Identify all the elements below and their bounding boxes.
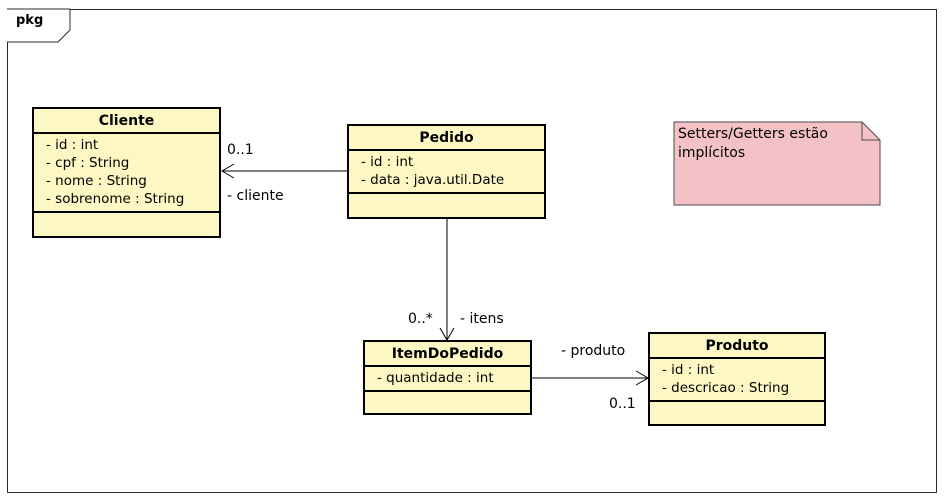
class-produto[interactable]: Produto - id : int - descricao : String <box>648 332 826 426</box>
class-name: Cliente <box>34 109 219 134</box>
operations-compartment <box>34 213 219 221</box>
attributes-compartment: - id : int - descricao : String <box>650 359 824 402</box>
class-cliente[interactable]: Cliente - id : int - cpf : String - nome… <box>32 107 221 238</box>
note-line: Setters/Getters estão <box>678 126 828 142</box>
attribute: - quantidade : int <box>377 370 494 386</box>
attribute: - id : int <box>361 154 414 170</box>
attribute: - id : int <box>46 137 99 153</box>
operations-compartment <box>365 392 530 400</box>
attribute: - descricao : String <box>662 380 790 396</box>
role-produto: - produto <box>561 343 626 359</box>
operations-compartment <box>349 194 544 202</box>
note: Setters/Getters estão implícitos <box>678 125 828 163</box>
role-itens: - itens <box>460 311 504 327</box>
attribute: - id : int <box>662 362 715 378</box>
note-line: implícitos <box>678 145 746 161</box>
class-name: Produto <box>650 334 824 359</box>
class-item-do-pedido[interactable]: ItemDoPedido - quantidade : int <box>363 340 532 415</box>
note-shape <box>673 121 881 206</box>
package-label: pkg <box>16 13 44 28</box>
attributes-compartment: - quantidade : int <box>365 367 530 392</box>
attributes-compartment: - id : int - cpf : String - nome : Strin… <box>34 134 219 213</box>
attributes-compartment: - id : int - data : java.util.Date <box>349 151 544 194</box>
class-name: Pedido <box>349 126 544 151</box>
multiplicity-cliente: 0..1 <box>227 142 254 158</box>
multiplicity-produto: 0..1 <box>609 396 636 412</box>
class-pedido[interactable]: Pedido - id : int - data : java.util.Dat… <box>347 124 546 219</box>
attribute: - data : java.util.Date <box>361 172 505 188</box>
class-name: ItemDoPedido <box>365 342 530 367</box>
arrowhead-cliente <box>221 163 235 179</box>
attribute: - sobrenome : String <box>46 191 185 207</box>
multiplicity-itens: 0..* <box>408 311 433 327</box>
operations-compartment <box>650 402 824 410</box>
package-tab <box>7 8 71 43</box>
role-cliente: - cliente <box>227 188 284 204</box>
note-fold <box>861 122 880 141</box>
attribute: - cpf : String <box>46 155 130 171</box>
attribute: - nome : String <box>46 173 147 189</box>
